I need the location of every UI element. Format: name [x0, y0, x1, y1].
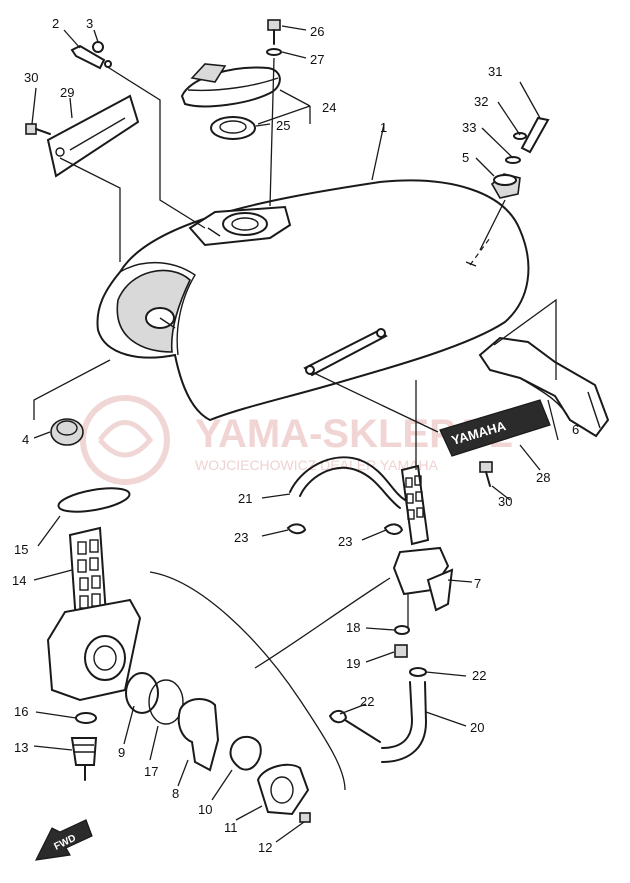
label-7: 7 — [474, 576, 481, 591]
label-19: 19 — [346, 656, 360, 671]
knob — [50, 418, 84, 446]
fuel-hose-lower — [329, 681, 427, 763]
label-16: 16 — [14, 704, 28, 719]
label-28: 28 — [536, 470, 550, 485]
label-24: 24 — [322, 100, 336, 115]
label-27: 27 — [310, 52, 324, 67]
bolt-and-washer-top-left — [70, 41, 112, 70]
label-1: 1 — [380, 120, 387, 135]
fuel-cock-left — [46, 487, 311, 823]
fuel-cock-right — [392, 464, 454, 677]
label-25: 25 — [276, 118, 290, 133]
label-8: 8 — [172, 786, 179, 801]
label-15: 15 — [14, 542, 28, 557]
label-13: 13 — [14, 740, 28, 755]
label-20: 20 — [470, 720, 484, 735]
label-31: 31 — [488, 64, 502, 79]
label-18: 18 — [346, 620, 360, 635]
label-11: 11 — [224, 820, 238, 835]
fuel-hose-upper — [286, 456, 406, 535]
part-number-labels: 2 3 30 29 26 27 24 25 31 32 33 5 1 4 6 2… — [12, 16, 579, 855]
label-17: 17 — [144, 764, 158, 779]
label-4: 4 — [22, 432, 29, 447]
label-3: 3 — [86, 16, 93, 31]
label-12: 12 — [258, 840, 272, 855]
label-22-lower: 22 — [360, 694, 374, 709]
fuel-tank — [96, 179, 530, 422]
label-30-top: 30 — [24, 70, 38, 85]
leader-lines — [31, 25, 559, 843]
bracket-plate — [25, 94, 140, 178]
label-33: 33 — [462, 120, 476, 135]
label-32: 32 — [474, 94, 488, 109]
label-29: 29 — [60, 85, 74, 100]
label-26: 26 — [310, 24, 324, 39]
label-2: 2 — [52, 16, 59, 31]
label-22-right: 22 — [472, 668, 486, 683]
label-9: 9 — [118, 745, 125, 760]
label-6: 6 — [572, 422, 579, 437]
label-21: 21 — [238, 491, 252, 506]
assembly-outlines — [149, 571, 391, 791]
forward-direction-arrow: FWD — [34, 819, 93, 861]
rubber-damper — [478, 336, 610, 438]
label-23-left: 23 — [234, 530, 248, 545]
rear-mount-hardware — [490, 116, 550, 199]
label-14: 14 — [12, 573, 26, 588]
label-10: 10 — [198, 802, 212, 817]
label-5: 5 — [462, 150, 469, 165]
label-23-right: 23 — [338, 534, 352, 549]
cap-bolt — [266, 19, 282, 56]
label-30-right: 30 — [498, 494, 512, 509]
filler-cap-assembly — [180, 63, 281, 140]
